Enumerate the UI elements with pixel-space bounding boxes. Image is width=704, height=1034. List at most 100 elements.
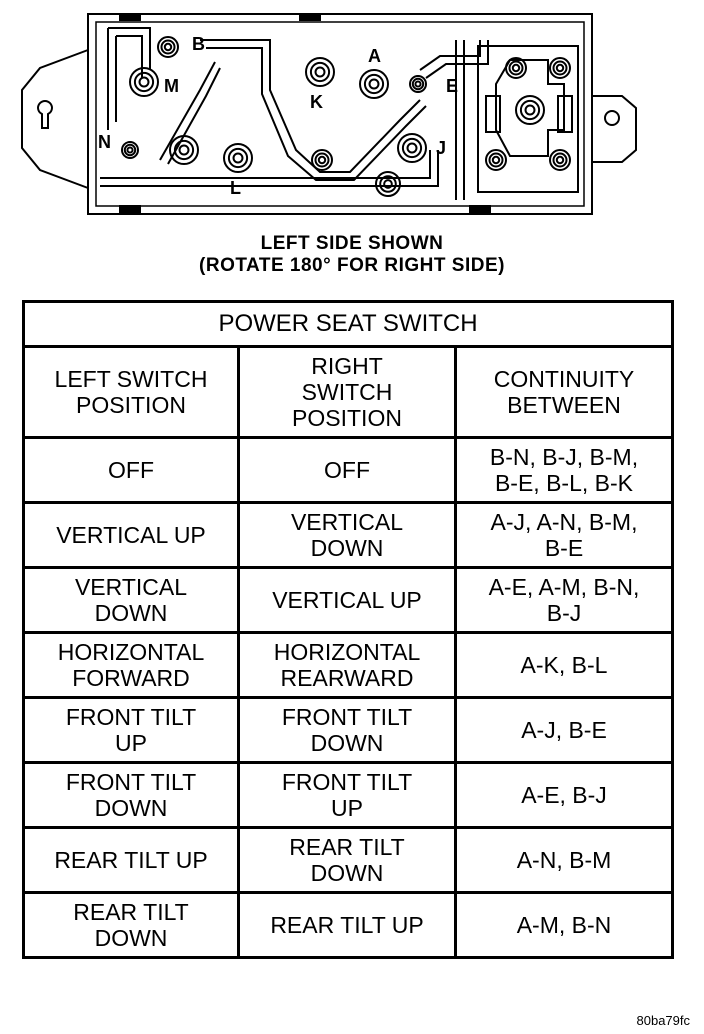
cell-text-line: VERTICAL [74, 574, 188, 600]
continuity-cell: A-K, B-L [454, 631, 674, 699]
switch-connector-diagram: B M A E K N J L [21, 13, 637, 215]
cell-text-line: B-E, B-L, B-K [494, 470, 634, 496]
cell-text-line: A-M, B-N [516, 912, 612, 938]
cell-text-line: A-J, A-N, B-M, [490, 509, 638, 535]
cell-text-line: A-N, B-M [516, 847, 612, 873]
continuity-cell: A-J, B-E [454, 696, 674, 764]
left-mounting-tab [21, 49, 89, 189]
terminal-pin [223, 143, 253, 173]
table-row: OFF OFF B-N, B-J, B-M,B-E, B-L, B-K [22, 436, 674, 504]
continuity-cell: A-M, B-N [454, 891, 674, 959]
left-switch-position-cell: REAR TILT UP [22, 826, 240, 894]
cell-text-line: REAR TILT [289, 834, 405, 860]
pin-label-l: L [230, 178, 241, 198]
cell-text-line: UP [331, 795, 363, 821]
cell-text-line: A-E, B-J [521, 782, 607, 808]
cell-text-line: DOWN [310, 730, 384, 756]
cell-text-line: REAR TILT UP [54, 847, 208, 873]
right-terminal-block [477, 45, 579, 193]
caption-line-2: (ROTATE 180° FOR RIGHT SIDE) [199, 255, 505, 276]
right-tab-hole [604, 110, 620, 126]
pin-label-m: M [164, 76, 179, 96]
cell-text-line: DOWN [94, 600, 168, 626]
pin-label-k: K [310, 92, 323, 112]
cell-text-line: POSITION [292, 405, 402, 431]
continuity-cell: A-N, B-M [454, 826, 674, 894]
cell-text-line: B-N, B-J, B-M, [489, 444, 639, 470]
cell-text-line: VERTICAL UP [56, 522, 206, 548]
cell-text-line: REAR TILT [73, 899, 189, 925]
continuity-cell: B-N, B-J, B-M,B-E, B-L, B-K [454, 436, 674, 504]
cell-text-line: B-J [546, 600, 582, 626]
terminal-pin [169, 135, 199, 165]
cell-text-line: CONTINUITY [493, 366, 635, 392]
terminal-pin [311, 149, 333, 171]
cell-text-line: SWITCH [301, 379, 393, 405]
cell-text-line: OFF [108, 457, 154, 483]
cell-text-line: FRONT TILT [281, 769, 413, 795]
terminal-pin [157, 36, 179, 58]
cell-text-line: UP [115, 730, 147, 756]
left-switch-position-cell: VERTICAL UP [22, 501, 240, 569]
cell-text-line: VERTICAL UP [272, 587, 422, 613]
cell-text-line: HORIZONTAL [273, 639, 421, 665]
switch-housing [87, 13, 593, 215]
terminal-pin [359, 69, 389, 99]
continuity-cell: A-J, A-N, B-M,B-E [454, 501, 674, 569]
right-switch-position-cell: OFF [237, 436, 457, 504]
terminal-pin [121, 141, 139, 159]
cell-text-line: B-E [544, 535, 584, 561]
cell-text-line: FORWARD [72, 665, 190, 691]
caption-line-1: LEFT SIDE SHOWN [260, 233, 444, 254]
terminal-pin [397, 133, 427, 163]
terminal-pin [485, 149, 507, 171]
cell-text-line: HORIZONTAL [57, 639, 205, 665]
terminal-pin [129, 67, 159, 97]
terminal-pin [549, 149, 571, 171]
pin-label-j: J [436, 138, 446, 158]
cell-text-line: DOWN [310, 535, 384, 561]
terminal-pin [305, 57, 335, 87]
pin-label-n: N [98, 132, 111, 152]
cell-text-line: BETWEEN [507, 392, 621, 418]
cell-text-line: REARWARD [280, 665, 414, 691]
pin-label-b: B [192, 34, 205, 54]
cell-text-line: LEFT SWITCH [54, 366, 208, 392]
right-switch-position-cell: VERTICAL UP [237, 566, 457, 634]
continuity-cell: A-E, B-J [454, 761, 674, 829]
keyhole-slot [36, 100, 54, 129]
cell-text-line: RIGHT [311, 353, 383, 379]
right-mounting-tab [592, 95, 637, 163]
cell-text-line: FRONT TILT [65, 769, 197, 795]
cell-text-line: VERTICAL [290, 509, 404, 535]
right-switch-position-cell: REAR TILT UP [237, 891, 457, 959]
cell-text-line: FRONT TILT [281, 704, 413, 730]
cell-text-line: DOWN [94, 795, 168, 821]
pin-label-a: A [368, 46, 381, 66]
terminal-pin [375, 171, 401, 197]
cell-text-line: OFF [324, 457, 370, 483]
terminal-pin [515, 95, 545, 125]
terminal-pin [505, 57, 527, 79]
table-title: POWER SEAT SWITCH [22, 300, 674, 348]
cell-text-line: POSITION [76, 392, 186, 418]
left-switch-position-cell: OFF [22, 436, 240, 504]
pin-label-e: E [446, 76, 458, 96]
cell-text-line: A-J, B-E [521, 717, 607, 743]
cell-text-line: DOWN [94, 925, 168, 951]
